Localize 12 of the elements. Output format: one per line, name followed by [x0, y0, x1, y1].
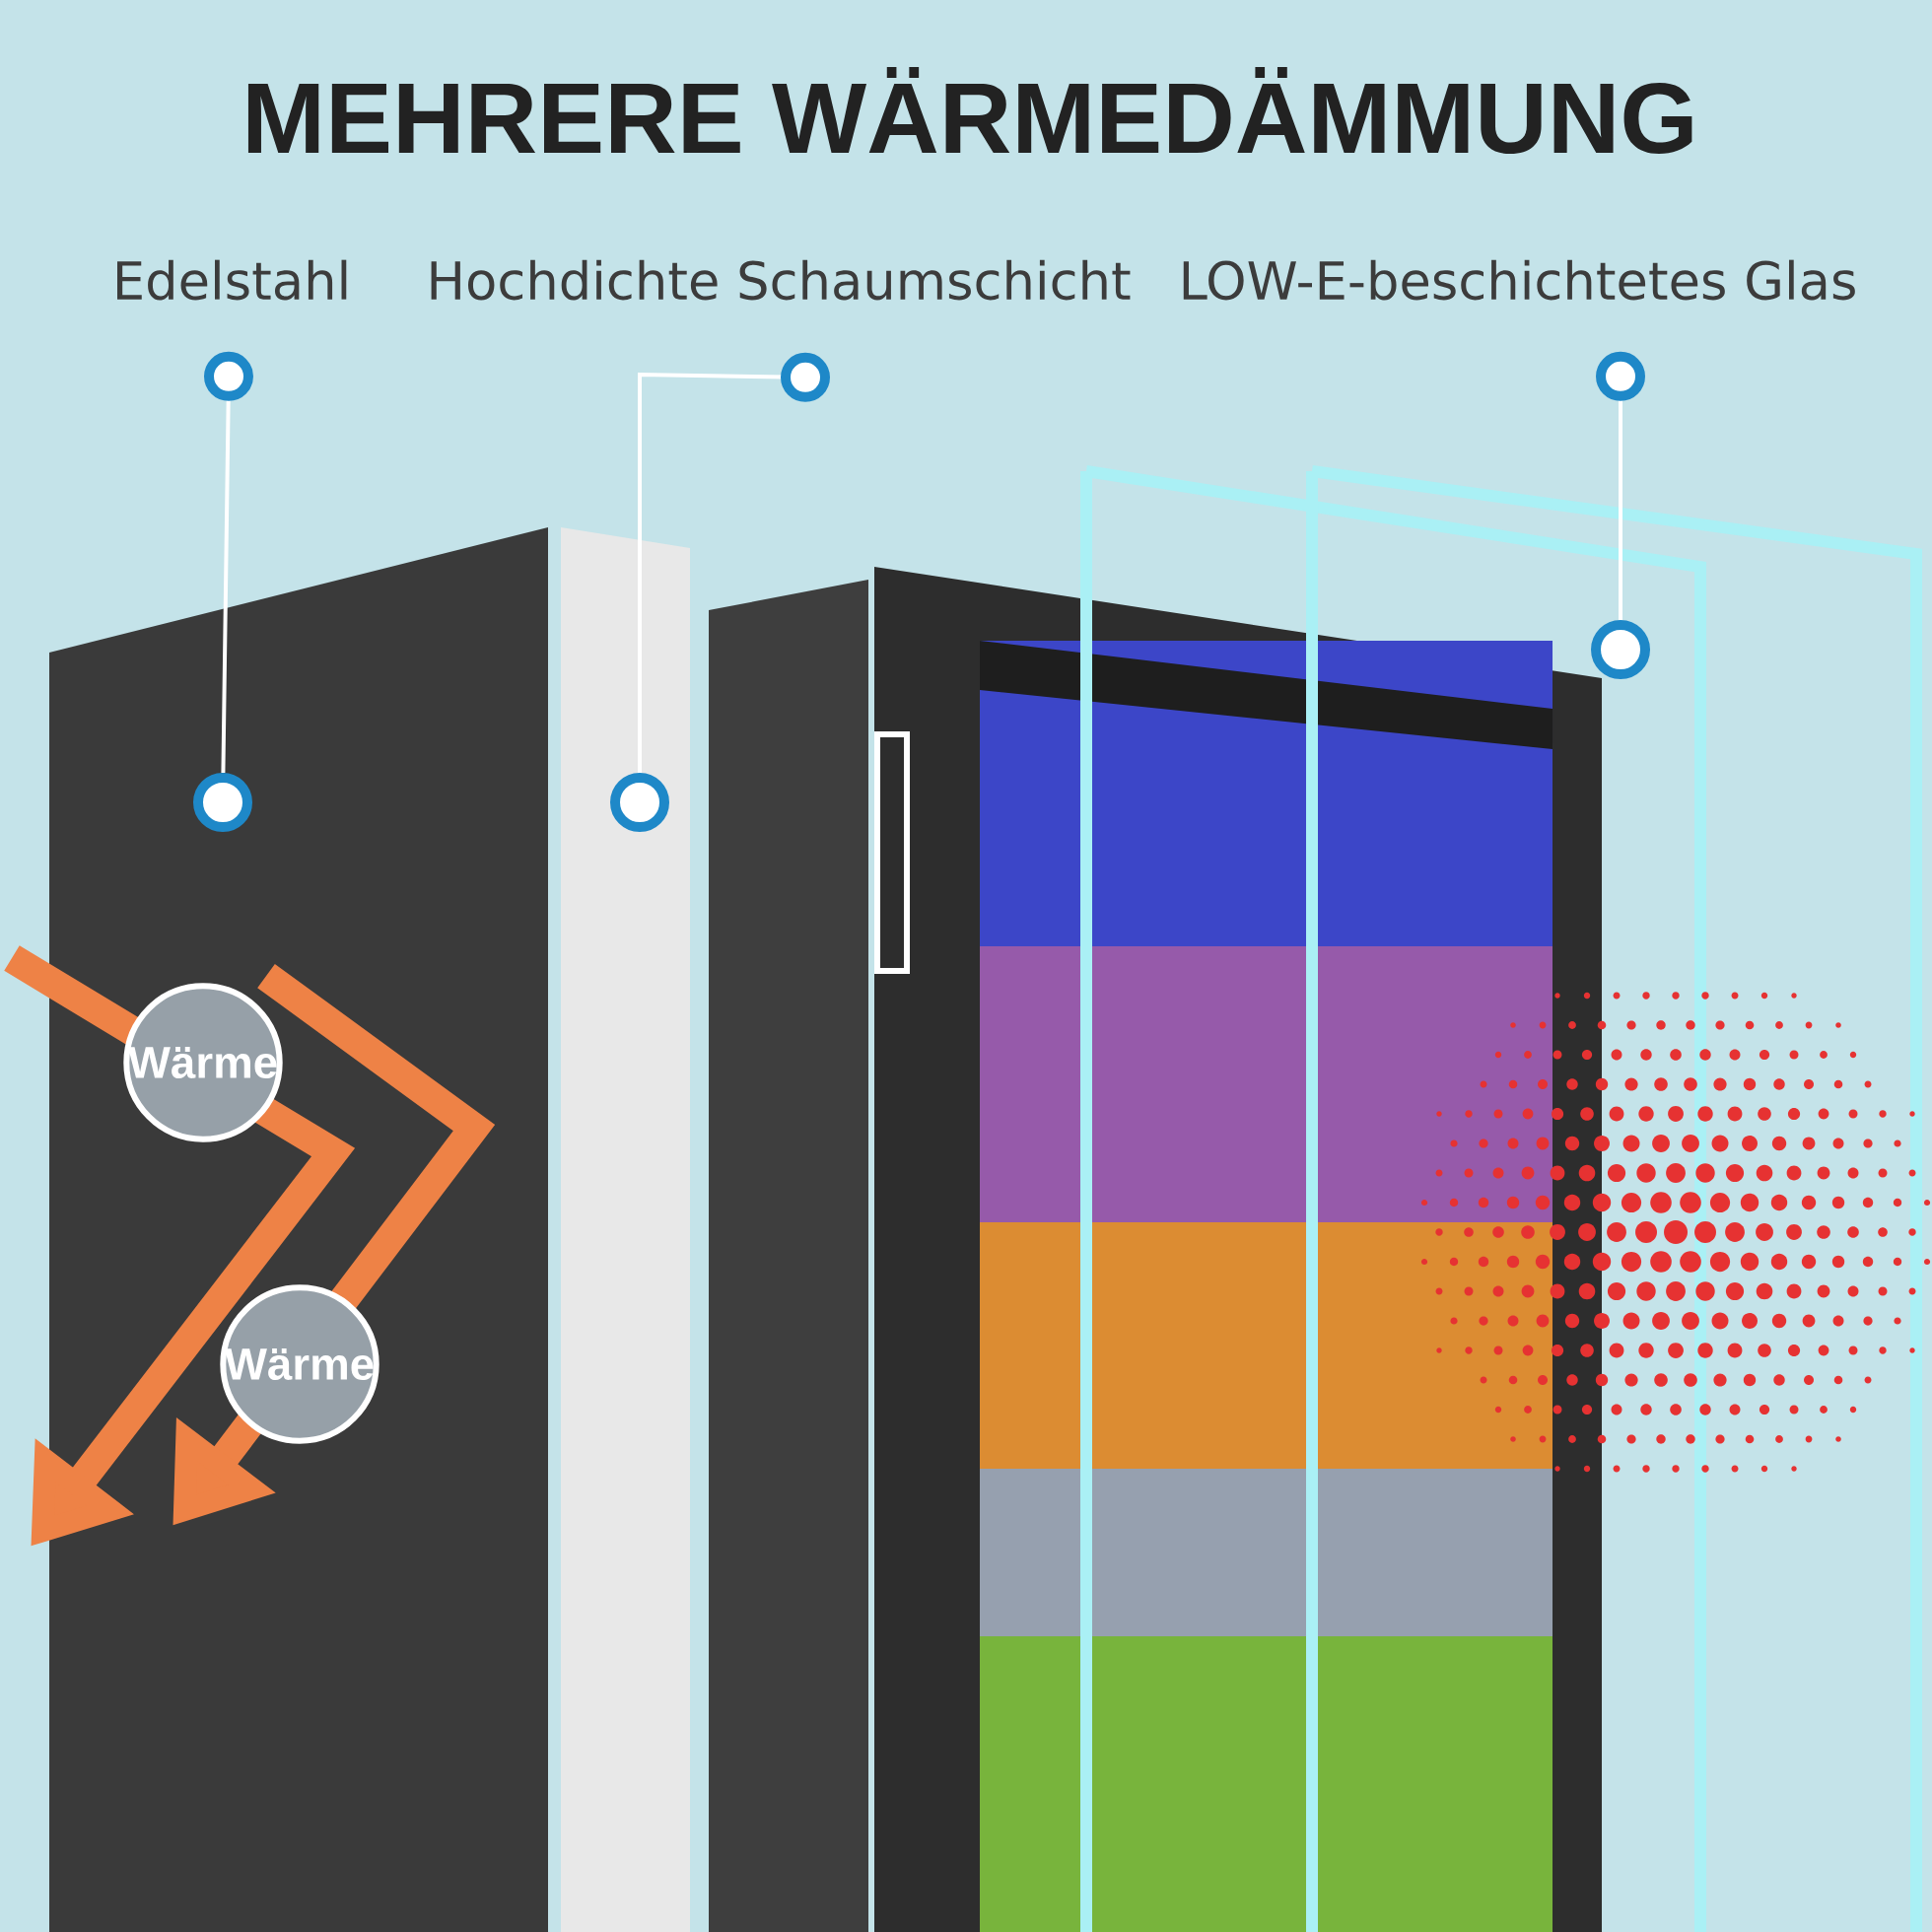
- callout-label: Edelstahl: [117, 259, 347, 301]
- marker-ring: [610, 773, 669, 832]
- heat-bubble: Wärme: [220, 1284, 380, 1444]
- leader-line: [638, 352, 830, 773]
- heat-bubble: Wärme: [123, 983, 283, 1142]
- leader-line: [204, 351, 253, 774]
- marker-ring: [1591, 620, 1650, 679]
- callout-label: Hochdichte Schaumschicht: [431, 259, 1131, 301]
- callout-label: LOW-E-beschichtetes Glas: [1183, 259, 1855, 301]
- title: MEHRERE WÄRMEDÄMMUNG: [247, 67, 1692, 155]
- leader-line: [1596, 351, 1645, 620]
- marker-ring: [193, 773, 252, 832]
